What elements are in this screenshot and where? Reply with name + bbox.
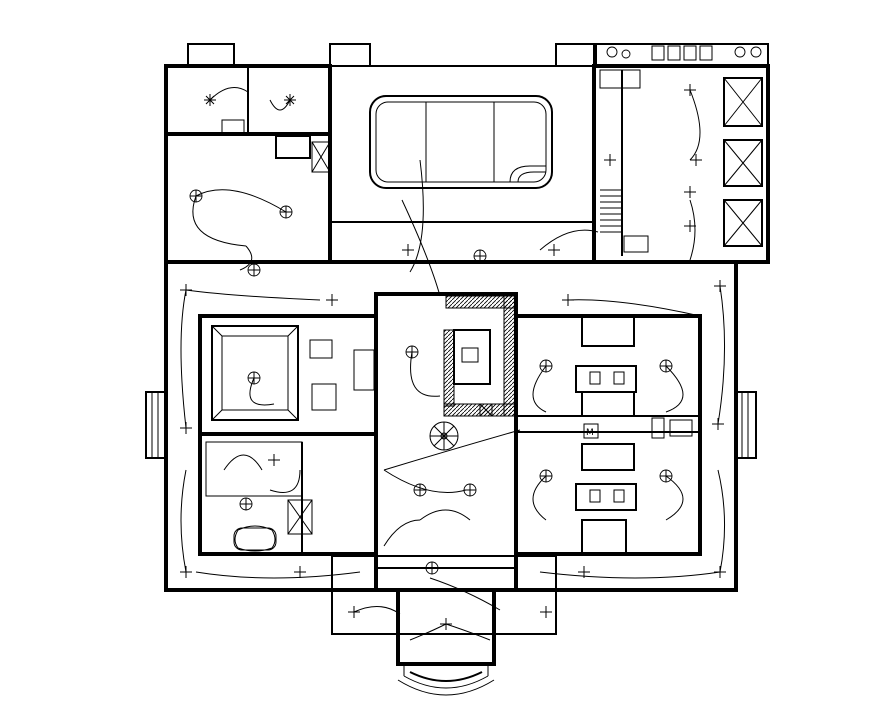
- wall-sconce-icon: [690, 154, 702, 166]
- spiral-stair: [429, 421, 459, 451]
- ne-garage: [592, 43, 770, 264]
- wall-sconce-icon: [714, 280, 726, 292]
- wall-sconce-icon: [326, 294, 338, 306]
- ceiling-lights: [189, 189, 673, 575]
- ceiling-light-icon: [279, 205, 293, 219]
- wall-sconce-icon: [578, 566, 590, 578]
- wall-sconce-icon: [284, 94, 296, 106]
- courtyard-pool: [329, 43, 597, 223]
- ceiling-light-icon: [405, 345, 419, 359]
- east-bath-wing: M: [514, 314, 702, 556]
- ceiling-light-icon: [463, 483, 477, 497]
- west-bath-suite: [198, 432, 378, 556]
- wall-sconce-icon: [180, 422, 192, 434]
- ceiling-light-icon: [413, 483, 427, 497]
- wall-sconce-icon: [548, 244, 560, 256]
- ceiling-light-icon: [659, 469, 673, 483]
- wall-sconce-icon: [348, 606, 360, 618]
- ceiling-light-icon: [239, 497, 253, 511]
- wiring-runs: [180, 87, 726, 641]
- ceiling-light-icon: [247, 263, 261, 277]
- wall-sconce-icon: [294, 566, 306, 578]
- wall-sconce-icon: [180, 566, 192, 578]
- wall-sconce-icon: [180, 284, 192, 296]
- wall-sconce-icon: [204, 94, 216, 106]
- west-suite: [198, 314, 378, 436]
- ceiling-light-icon: [189, 189, 203, 203]
- wall-sconce-icon: [684, 84, 696, 96]
- front-porch: [331, 555, 557, 696]
- wall-sconce-icon: [562, 294, 574, 306]
- ceiling-light-icon: [425, 561, 439, 575]
- wall-sconces: [180, 84, 726, 630]
- ceiling-light-icon: [247, 371, 261, 385]
- wall-sconce-icon: [714, 566, 726, 578]
- mirror-symbol: M: [586, 428, 594, 438]
- wall-sconce-icon: [540, 606, 552, 618]
- wall-sconce-icon: [402, 244, 414, 256]
- nw-upper-room: [164, 43, 332, 136]
- central-hall: [374, 292, 518, 592]
- kitchen-core: [443, 295, 517, 417]
- wall-sconce-icon: [268, 454, 280, 466]
- wall-sconce-icon: [604, 154, 616, 166]
- ceiling-light-icon: [539, 359, 553, 373]
- ceiling-light-icon: [539, 469, 553, 483]
- wall-sconce-icon: [440, 618, 452, 630]
- garage-stair: [600, 189, 622, 233]
- bath-fixtures-north: [575, 315, 637, 417]
- ceiling-light-icon: [473, 249, 487, 263]
- west-steps: [145, 391, 167, 459]
- ceiling-light-icon: [659, 359, 673, 373]
- wall-sconce-icon: [684, 220, 696, 232]
- wall-sconce-icon: [712, 418, 724, 430]
- bath-fixtures-south: [575, 443, 637, 555]
- wall-sconce-icon: [684, 186, 696, 198]
- east-steps: [735, 391, 757, 459]
